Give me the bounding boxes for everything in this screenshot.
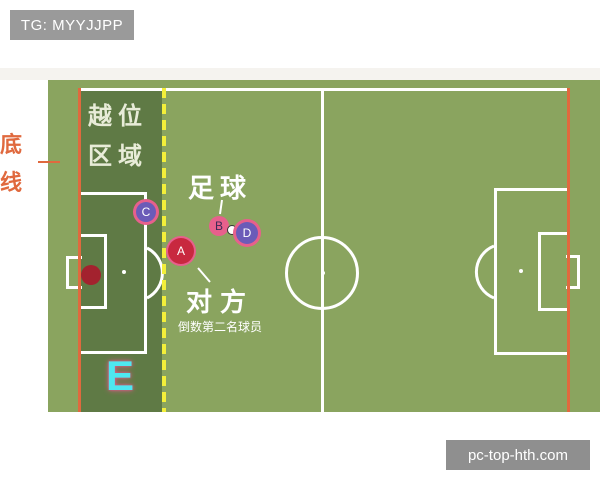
left-goal-bottom [66,286,82,289]
background-band [0,68,600,80]
player-c-label: C [141,205,151,219]
left-goal-box-bottom [80,306,106,309]
right-goal-line [567,88,570,412]
player-d-label: D [242,226,252,240]
offside-zone-label-2: 区域 [88,142,148,170]
right-goal-bottom [566,286,580,289]
site-watermark: pc-top-hth.com [446,440,590,470]
left-penalty-top [80,192,146,195]
goal-line-label-2: 线 [0,171,23,196]
right-penalty-arc [474,244,495,300]
left-goal-back [66,256,69,289]
player-b: B [209,216,229,236]
right-penalty-front [494,188,497,355]
left-goal-box-front [104,234,107,309]
opponent-pointer [197,267,211,283]
player-b-label: B [214,219,223,233]
top-touchline [80,88,568,91]
second-last-player-label: 倒数第二名球员 [178,320,263,334]
left-penalty-front [144,192,147,354]
opponent-label: 对方 [186,288,255,318]
offside-line [162,88,166,412]
player-d: D [236,222,258,244]
right-penalty-spot [519,269,523,273]
player-a-label: A [176,244,185,258]
tg-watermark: TG: MYYJJPP [10,10,134,40]
right-goal-box-top [538,232,568,235]
zone-e-label: E [106,352,135,399]
offside-zone-label-1: 越位 [88,102,148,130]
player-a: A [168,238,194,264]
right-goal-back [577,255,580,289]
left-penalty-spot [122,270,126,274]
goalkeeper-marker [81,265,101,285]
right-penalty-top [494,188,568,191]
goal-line-label-1: 底 [0,133,23,158]
ball-pointer [219,199,223,215]
right-penalty-bottom [494,352,568,355]
center-circle [285,236,359,310]
left-goal-line [78,88,81,412]
right-goal-box-bottom [538,308,568,311]
right-goal-box-front [538,232,541,311]
player-c: C [136,202,156,222]
center-spot [321,271,325,275]
right-goal-top [566,255,580,258]
left-penalty-bottom [80,351,146,354]
left-goal-top [66,256,82,259]
left-goal-box-top [80,234,106,237]
ball-label: 足球 [188,174,253,204]
left-penalty-arc [146,246,164,300]
